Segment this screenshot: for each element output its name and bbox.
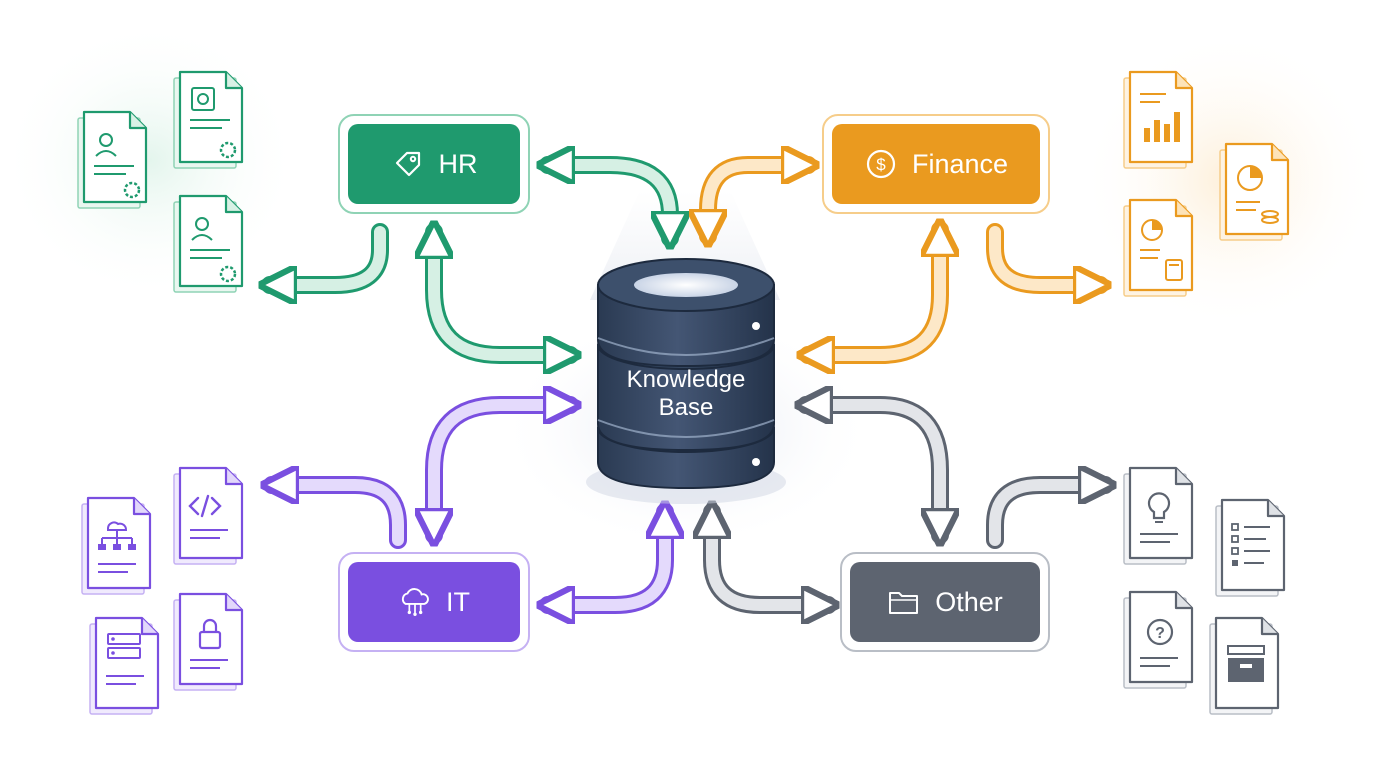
calculator-icon	[1123, 198, 1194, 297]
padlock-icon	[173, 592, 244, 691]
other-documents: ?	[1123, 466, 1286, 715]
hr-label: HR	[438, 148, 478, 179]
svg-text:$: $	[876, 155, 886, 174]
it-node[interactable]: IT	[338, 552, 530, 652]
code-icon	[173, 466, 244, 565]
other-arrows	[712, 405, 1105, 605]
hr-documents	[77, 70, 244, 293]
lightbulb-icon	[1123, 466, 1194, 565]
hr-node[interactable]: HR	[338, 114, 530, 214]
pie-chart-icon	[1219, 142, 1290, 241]
id-badge-icon	[77, 110, 148, 209]
knowledge-base-label-line2: Base	[658, 394, 714, 421]
finance-node[interactable]: $ Finance	[822, 114, 1050, 214]
finance-arrows	[708, 165, 1100, 355]
other-node[interactable]: Other	[840, 552, 1050, 652]
finance-label: Finance	[911, 148, 1009, 179]
server-icon	[89, 616, 160, 715]
network-hierarchy-icon	[81, 496, 152, 595]
certificate-icon	[173, 70, 244, 169]
dollar-coin-icon: $	[864, 147, 898, 181]
folder-icon	[887, 585, 921, 619]
it-arrows	[272, 405, 665, 605]
database-cylinder	[586, 258, 786, 504]
tag-icon	[391, 147, 425, 181]
knowledge-base-label-line1: Knowledge	[626, 366, 746, 393]
finance-documents	[1123, 70, 1290, 297]
other-label: Other	[935, 586, 1003, 617]
question-icon: ?	[1123, 590, 1194, 689]
id-badge-icon	[173, 194, 244, 293]
it-label: IT	[446, 586, 470, 617]
knowledge-base-label: Knowledge Base	[596, 366, 776, 422]
archive-box-icon	[1209, 616, 1280, 715]
bar-chart-icon	[1123, 70, 1194, 169]
it-documents	[81, 466, 244, 715]
cloud-network-icon	[398, 585, 432, 619]
checklist-icon	[1215, 498, 1286, 597]
svg-text:?: ?	[1155, 625, 1165, 642]
hr-arrows	[270, 165, 670, 355]
